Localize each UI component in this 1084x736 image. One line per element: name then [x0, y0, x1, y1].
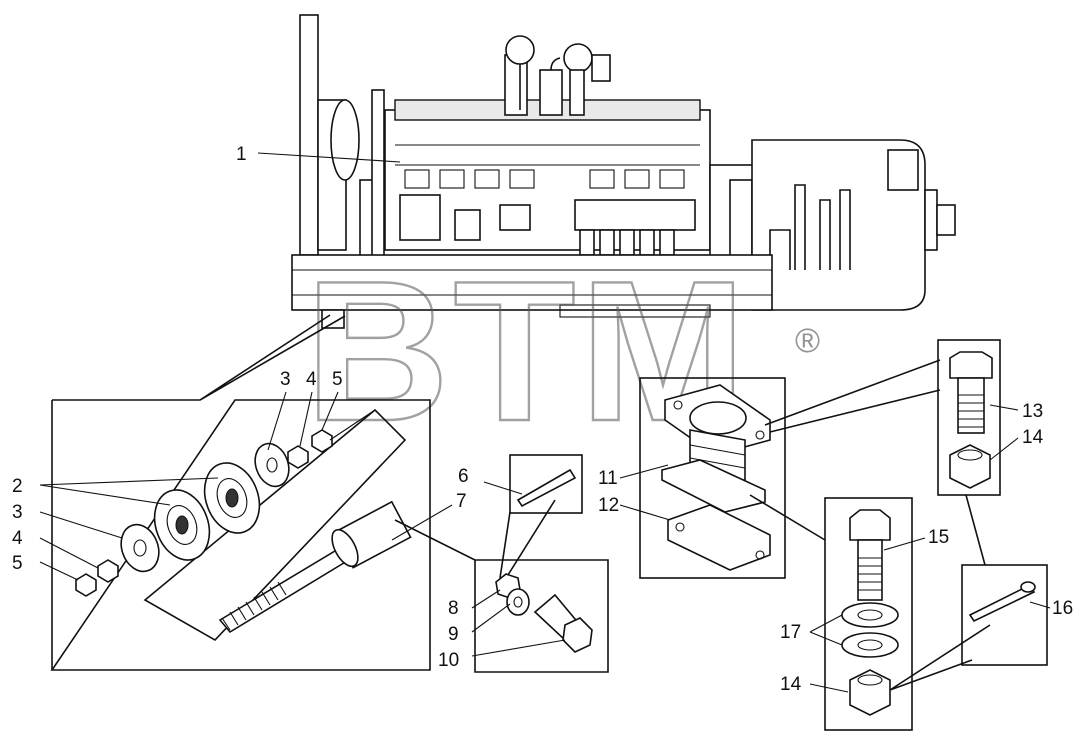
cotter-pin-inset: [889, 564, 1048, 691]
callout-4-left: 4: [12, 528, 23, 549]
bolt-pin-inset: [394, 454, 609, 673]
nut-4-left: [97, 559, 119, 583]
bolt-15-head: [849, 509, 891, 541]
callout-12: 12: [598, 495, 619, 516]
nut-5-top: [311, 429, 333, 453]
nut-5-left: [75, 573, 97, 597]
gasket-12: [667, 504, 771, 571]
mount-bolt-inset: [50, 314, 431, 671]
callout-2: 2: [12, 476, 23, 497]
callout-14-bottom: 14: [780, 674, 802, 695]
callout-15: 15: [928, 527, 949, 548]
bolt-13-head: [949, 351, 993, 379]
bolt-13-shank: [957, 377, 985, 434]
washer-9: [506, 588, 530, 616]
callout-10: 10: [438, 650, 459, 671]
flange-inset: [639, 359, 941, 579]
washer-3-left: [120, 523, 160, 573]
callout-14-top: 14: [1022, 427, 1044, 448]
callout-6: 6: [458, 466, 469, 487]
callout-17: 17: [780, 622, 801, 643]
callout-13: 13: [1022, 401, 1043, 422]
nut-4-top: [287, 445, 309, 469]
cotter-pin-6: [516, 468, 577, 508]
callout-11: 11: [598, 468, 618, 489]
callout-3-top: 3: [280, 369, 291, 390]
washer-17-b: [841, 632, 899, 658]
callout-9: 9: [448, 624, 459, 645]
callout-5-top: 5: [332, 369, 343, 390]
callout-8: 8: [448, 598, 459, 619]
rubber-bushing-2: [153, 462, 261, 561]
callout-1: 1: [236, 144, 247, 165]
callout-4-top: 4: [306, 369, 317, 390]
washer-17-a: [841, 602, 899, 628]
callout-7: 7: [456, 491, 467, 512]
bolt-15-shank: [857, 539, 883, 601]
cotter-pin-16: [968, 583, 1036, 623]
washer-3-top: [254, 442, 290, 488]
callout-16: 16: [1052, 598, 1073, 619]
callout-labels: 1 2 3 3 4 4 5 5 6 7 8 9 10 11 12 13 14 1…: [12, 144, 1073, 695]
castle-nut-14-top: [949, 444, 991, 489]
callout-5-left: 5: [12, 553, 23, 574]
bolt-nut-inset-bottom: [824, 497, 913, 731]
engine-assembly: [291, 14, 956, 329]
callout-3-left: 3: [12, 502, 23, 523]
registered-mark: ®: [795, 322, 820, 360]
castle-nut-14-bottom: [849, 669, 891, 716]
leader-lines: [39, 152, 1051, 693]
bolt-nut-inset-top: [937, 339, 1001, 566]
